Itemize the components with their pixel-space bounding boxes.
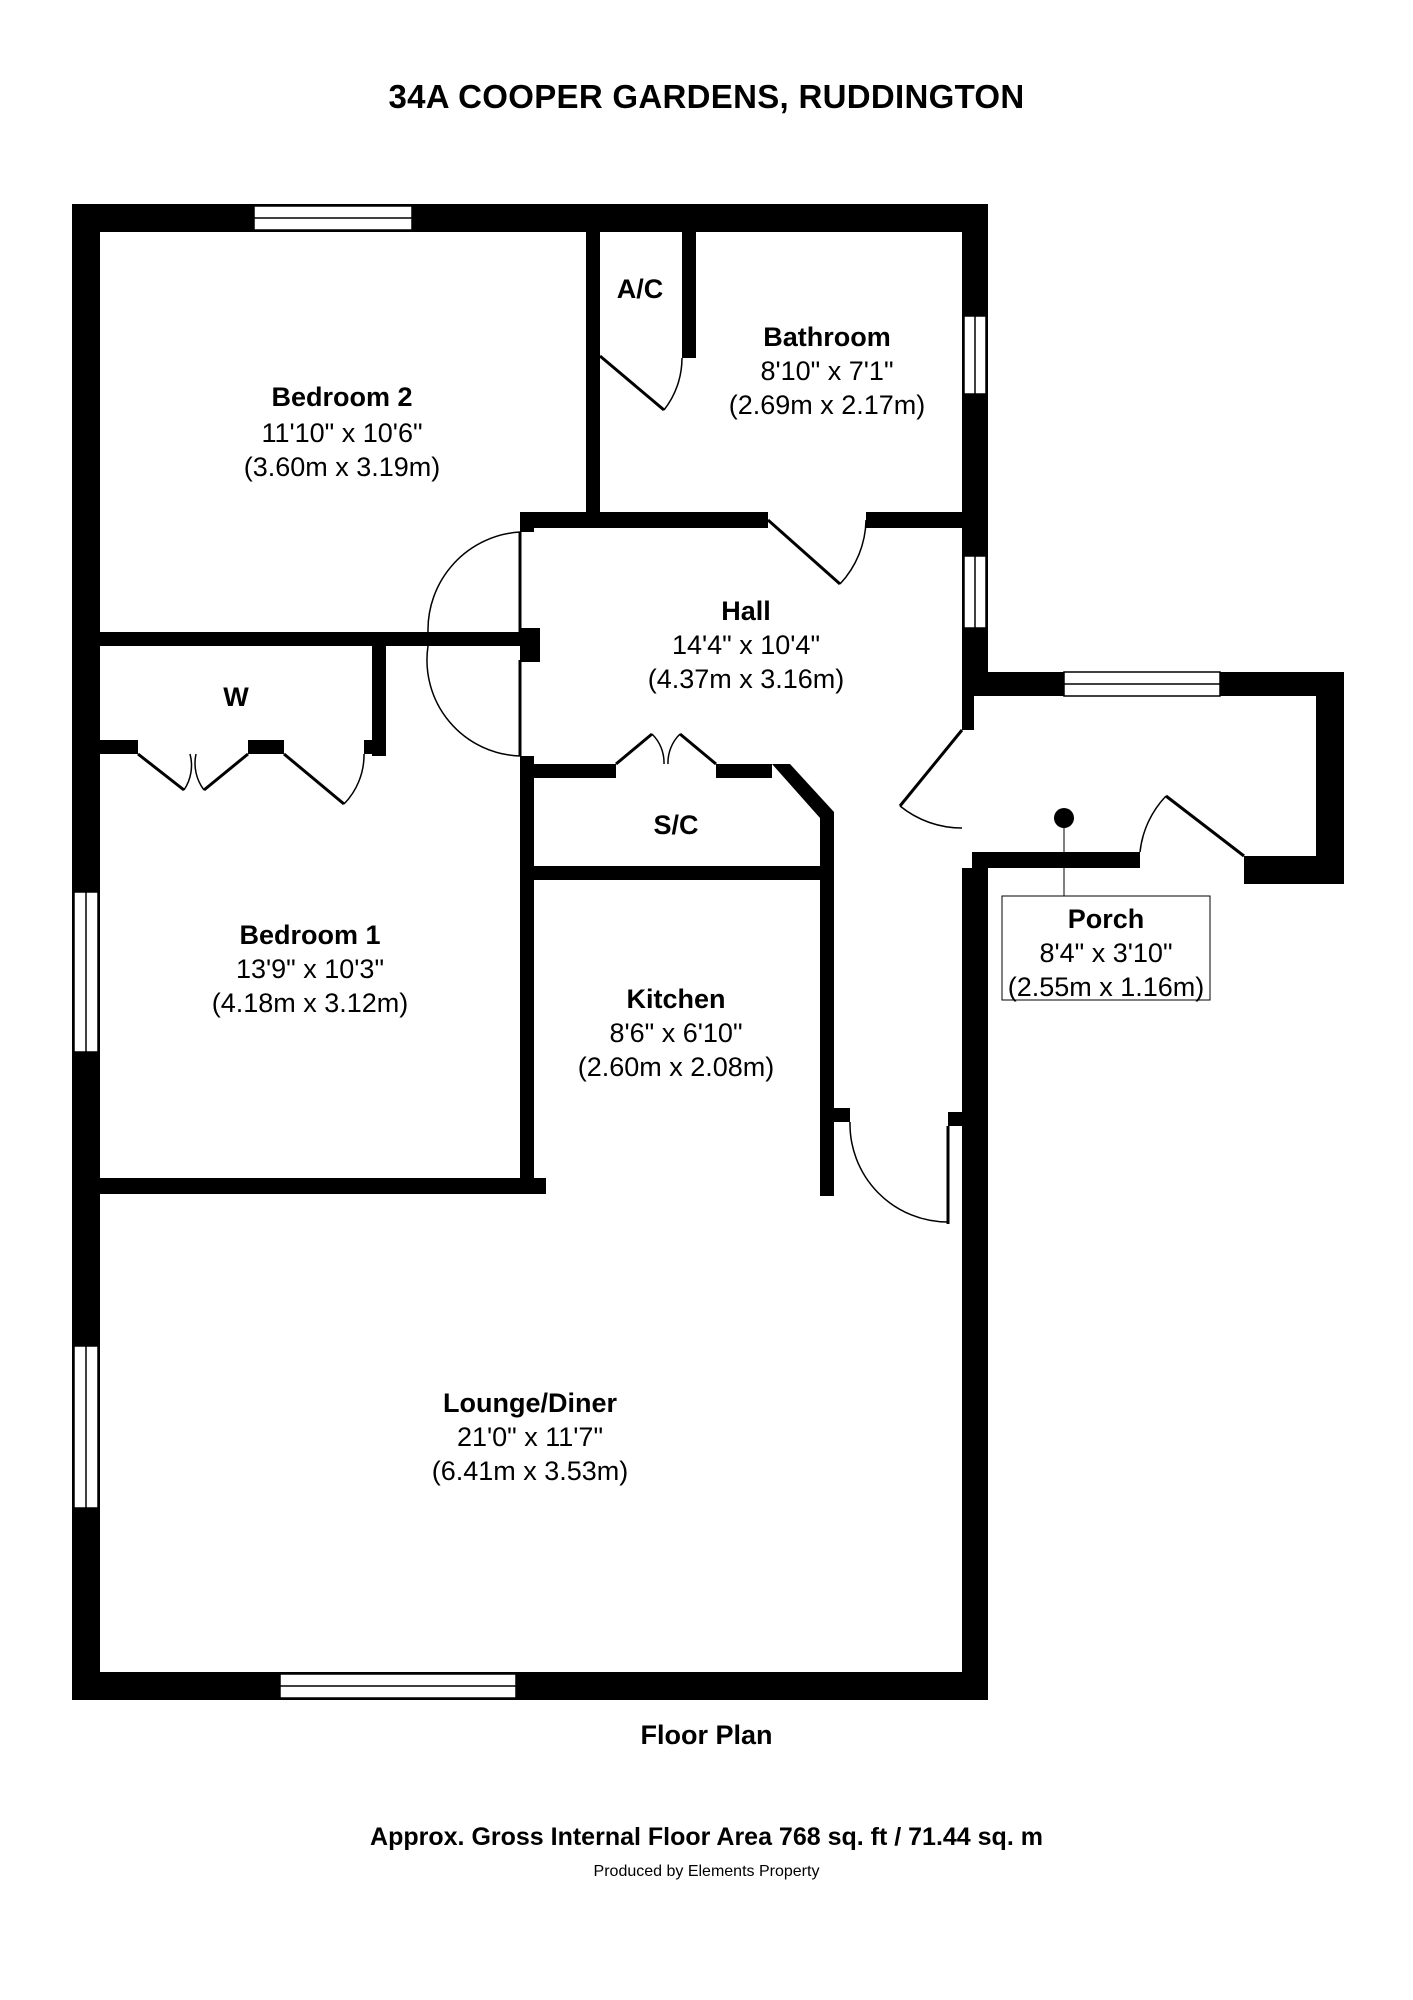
wardrobe-label: W (223, 682, 249, 712)
interior-walls (100, 230, 966, 1196)
room-bathroom: Bathroom 8'10" x 7'1" (2.69m x 2.17m) (729, 322, 926, 420)
room-name: Bedroom 1 (239, 920, 380, 950)
porch-label-box (1001, 895, 1211, 1001)
doors (137, 354, 1245, 1224)
room-lounge-diner: Lounge/Diner 21'0" x 11'7" (6.41m x 3.53… (432, 1388, 629, 1486)
cupboard-ac-label: A/C (617, 274, 664, 304)
room-dimensions-metric: (6.41m x 3.53m) (432, 1456, 629, 1486)
room-dimensions-imperial: 11'10" x 10'6" (261, 418, 422, 448)
room-name: Lounge/Diner (443, 1388, 617, 1418)
porch-marker (1054, 808, 1074, 828)
room-name: Hall (721, 596, 771, 626)
floor-area-text: Approx. Gross Internal Floor Area 768 sq… (370, 1823, 1043, 1851)
room-name: Porch (1068, 904, 1145, 934)
floor-plan-label: Floor Plan (640, 1720, 773, 1750)
cupboard-sc-label: S/C (653, 810, 698, 840)
room-kitchen: Kitchen 8'6" x 6'10" (2.60m x 2.08m) (578, 984, 775, 1082)
room-name: Kitchen (626, 984, 725, 1014)
windows (73, 205, 1221, 1699)
page-title: 34A COOPER GARDENS, RUDDINGTON (388, 78, 1025, 115)
room-dimensions-imperial: 8'10" x 7'1" (760, 356, 893, 386)
room-dimensions-imperial: 13'9" x 10'3" (236, 954, 384, 984)
room-dimensions-imperial: 21'0" x 11'7" (457, 1422, 603, 1452)
credit-text: Produced by Elements Property (593, 1863, 820, 1880)
porch-walls (962, 672, 1344, 1001)
room-dimensions-metric: (3.60m x 3.19m) (244, 452, 441, 482)
room-dimensions-metric: (2.60m x 2.08m) (578, 1052, 775, 1082)
room-porch: Porch 8'4" x 3'10" (2.55m x 1.16m) (1008, 904, 1205, 1002)
room-dimensions-metric: (2.55m x 1.16m) (1008, 972, 1205, 1002)
room-name: Bedroom 2 (271, 382, 412, 412)
room-name: Bathroom (763, 322, 891, 352)
room-dimensions-metric: (2.69m x 2.17m) (729, 390, 926, 420)
room-dimensions-metric: (4.37m x 3.16m) (648, 664, 845, 694)
room-dimensions-imperial: 14'4" x 10'4" (672, 630, 820, 660)
room-bedroom-2: Bedroom 2 11'10" x 10'6" (3.60m x 3.19m) (244, 382, 441, 482)
room-dimensions-imperial: 8'6" x 6'10" (609, 1018, 742, 1048)
room-dimensions-metric: (4.18m x 3.12m) (212, 988, 409, 1018)
room-dimensions-imperial: 8'4" x 3'10" (1039, 938, 1172, 968)
room-bedroom-1: Bedroom 1 13'9" x 10'3" (4.18m x 3.12m) (212, 920, 409, 1018)
room-hall: Hall 14'4" x 10'4" (4.37m x 3.16m) (648, 596, 845, 694)
